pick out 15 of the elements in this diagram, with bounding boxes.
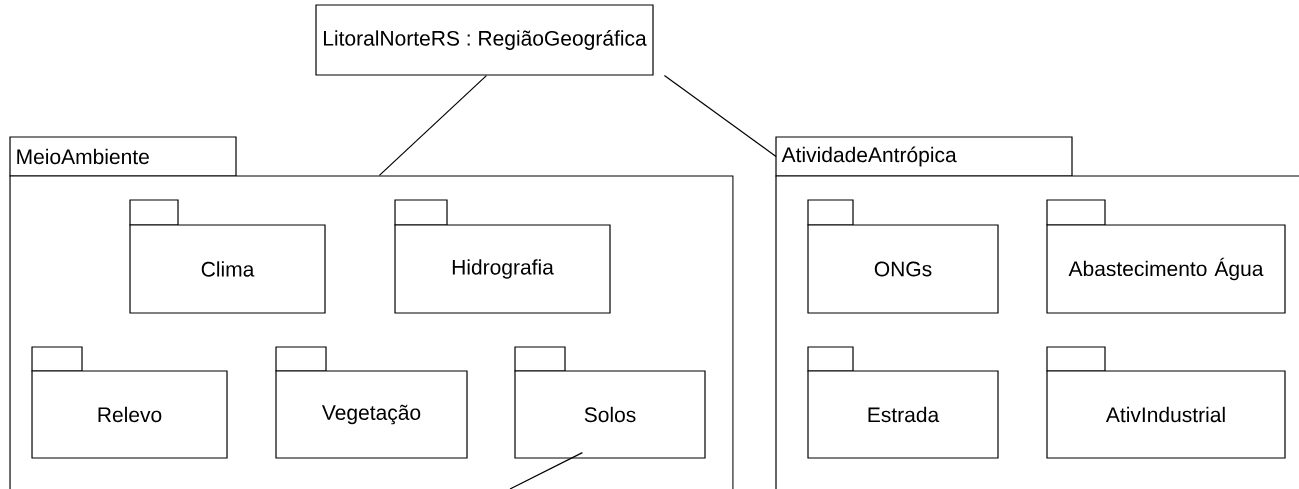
association-line [378, 75, 487, 176]
package: Relevo [31, 346, 228, 459]
package: Estrada [807, 346, 999, 459]
package: Solos [514, 346, 706, 459]
object-box: LitoralNorteRS : RegiãoGeográfica [315, 4, 654, 76]
package: Abastecimento Água [1046, 199, 1286, 314]
package: Hidrografia [394, 199, 611, 314]
package: Clima [129, 199, 326, 314]
node-label: MeioAmbiente [17, 148, 149, 165]
package: Vegetação [275, 346, 468, 459]
node-label: AtividadeAntrópica [781, 146, 957, 167]
package: AtivIndustrial [1046, 346, 1286, 459]
association-line [509, 452, 583, 489]
package: ONGs [807, 199, 999, 314]
association-line [663, 75, 777, 158]
